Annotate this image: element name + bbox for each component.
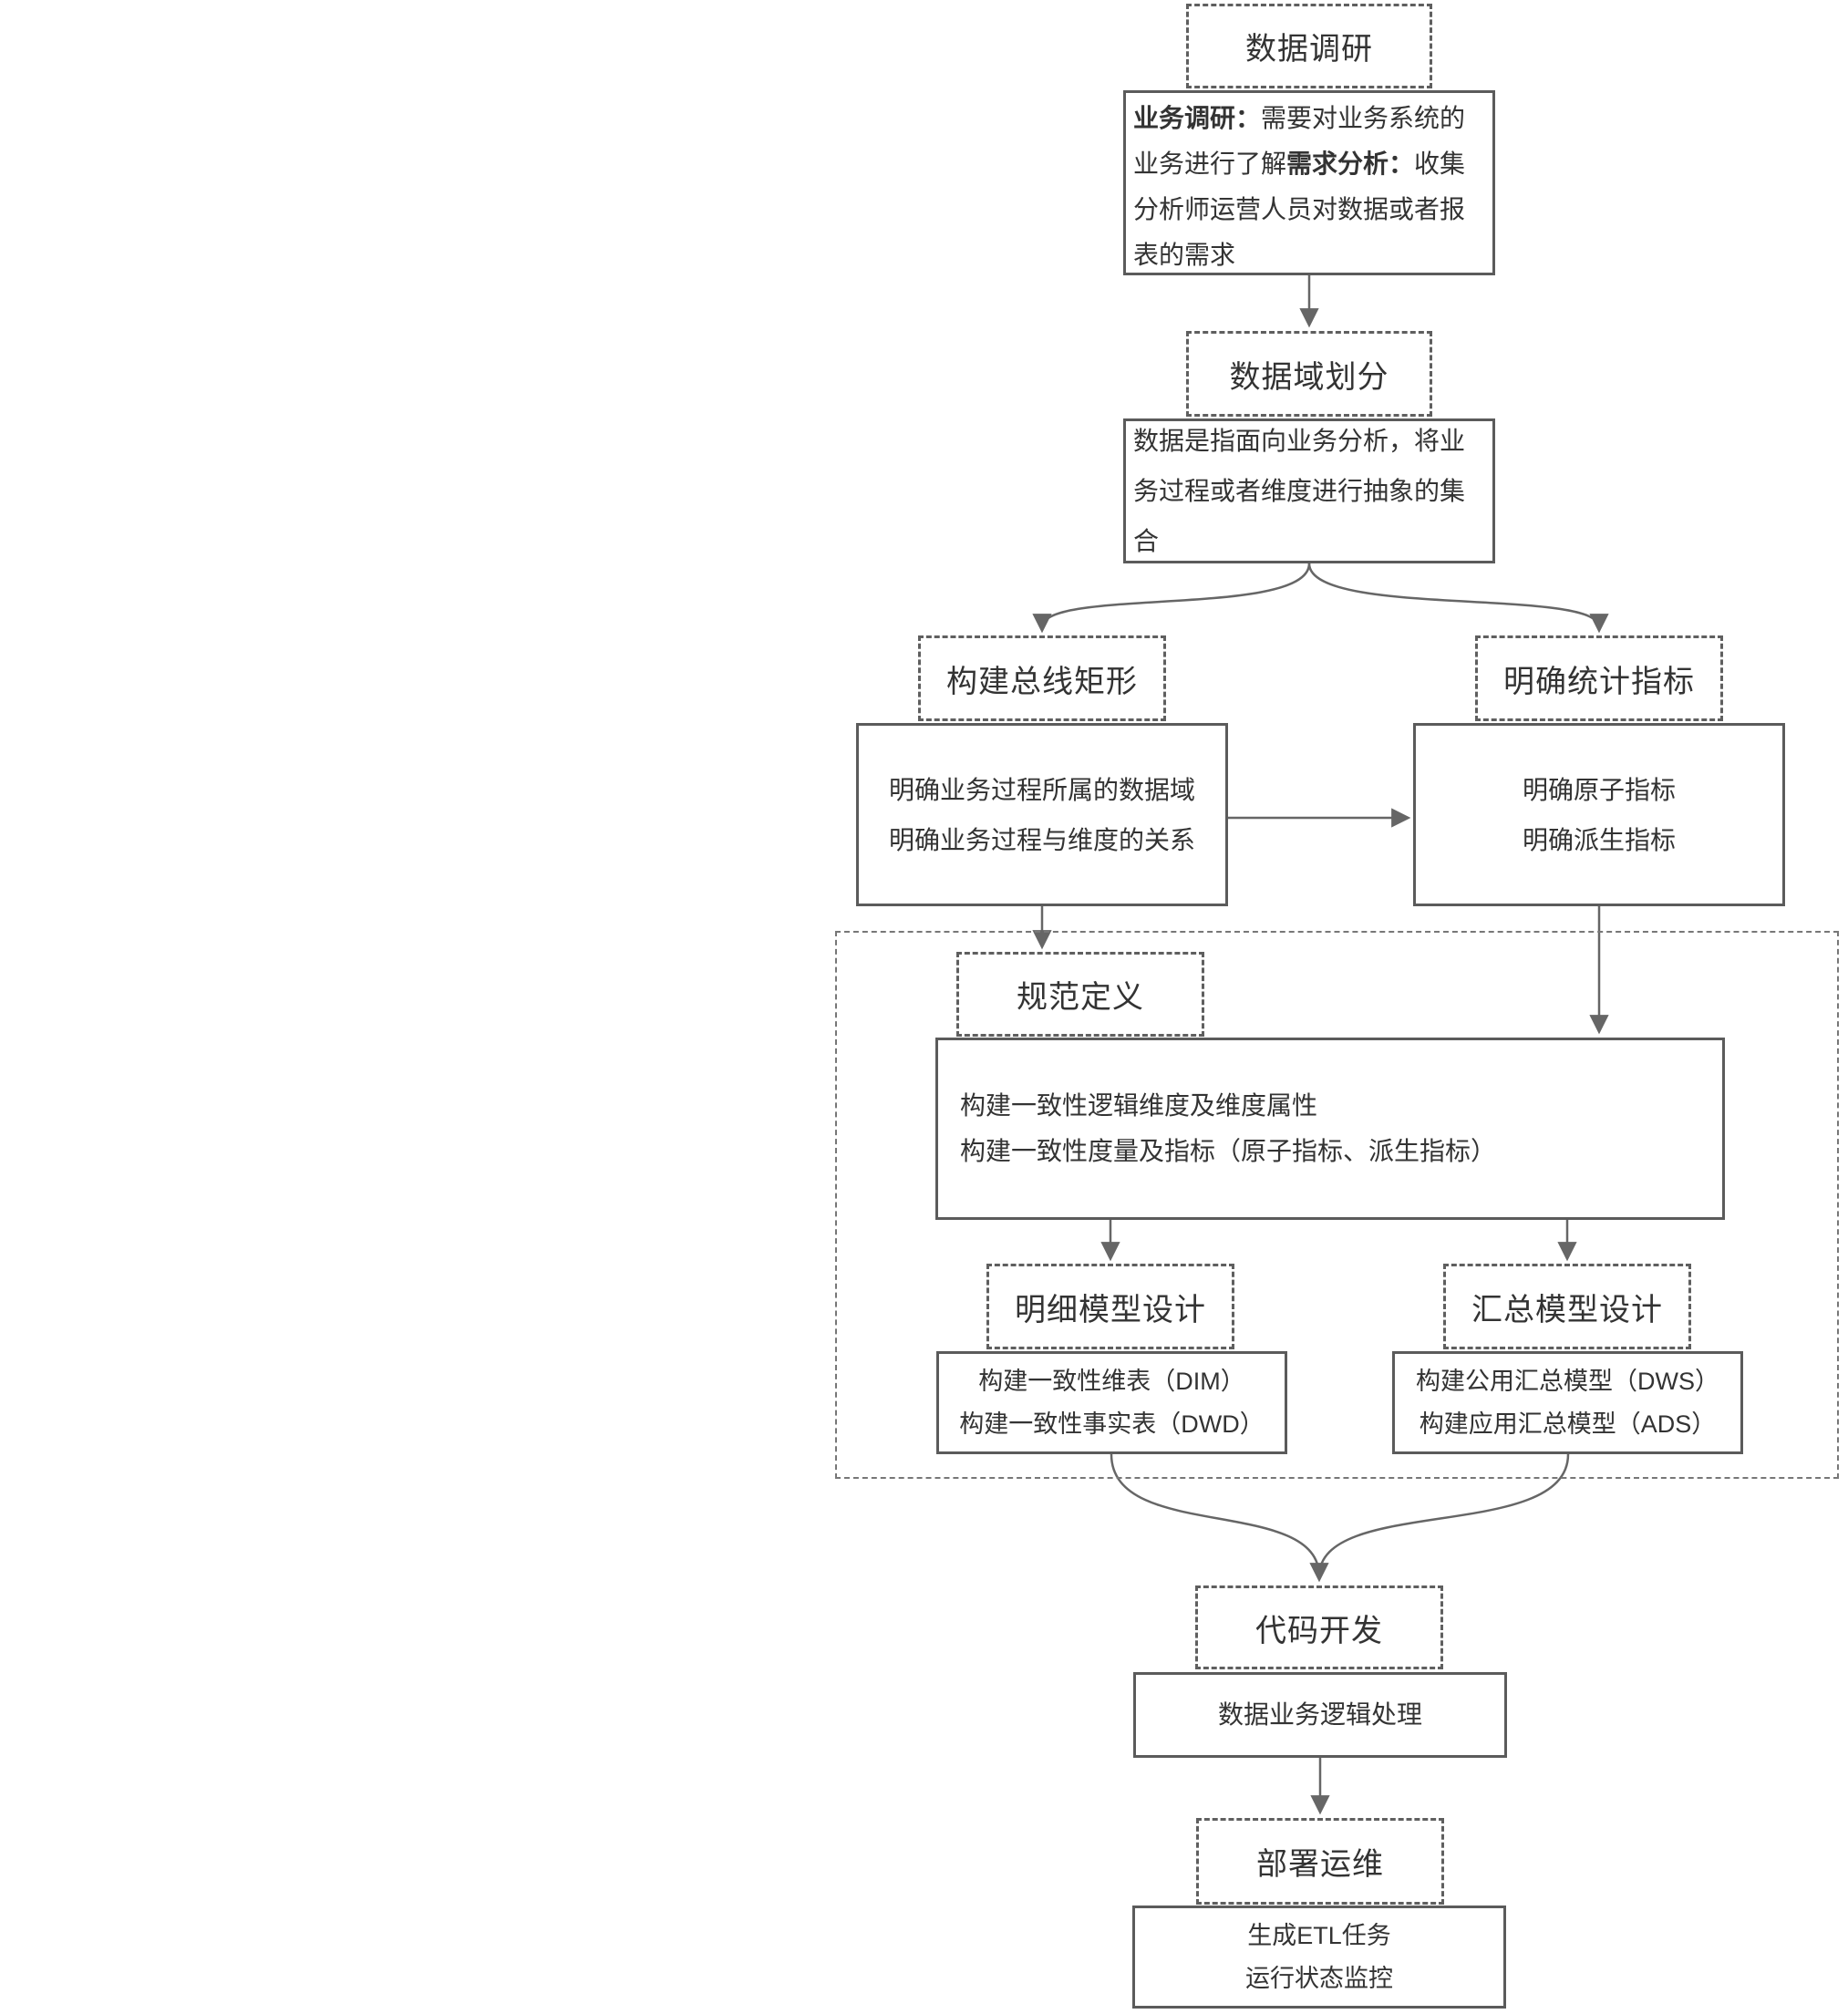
note-text-business-research: 需要对业务系统的业务进行了解 <box>1133 104 1466 178</box>
code-development-note-box: 数据业务逻辑处理 <box>1133 1672 1507 1758</box>
spec-line-2: 构建一致性度量及指标（原子指标、派生指标） <box>960 1137 1497 1165</box>
metrics-line-1: 明确原子指标 <box>1522 775 1676 804</box>
arrow-split-to-bus-matrix <box>1032 563 1311 634</box>
stage-title-detail-model-design: 明细模型设计 <box>986 1264 1234 1349</box>
summary-model-line-2: 构建应用汇总模型（ADS） <box>1419 1410 1717 1438</box>
bus-matrix-line-1: 明确业务过程所属的数据域 <box>888 775 1195 804</box>
deploy-line-1: 生成ETL任务 <box>1247 1921 1391 1949</box>
note-label-requirement-analysis: 需求分析： <box>1286 150 1415 178</box>
stage-title-label: 数据调研 <box>1245 32 1373 67</box>
stage-title-label: 汇总模型设计 <box>1471 1292 1663 1327</box>
stage-title-statistical-metrics: 明确统计指标 <box>1475 635 1723 721</box>
deployment-note-box: 生成ETL任务 运行状态监控 <box>1132 1906 1506 2009</box>
spec-line-1: 构建一致性逻辑维度及维度属性 <box>960 1091 1318 1120</box>
metrics-line-2: 明确派生指标 <box>1522 825 1676 854</box>
deploy-line-2: 运行状态监控 <box>1245 1964 1393 1992</box>
stage-title-label: 代码开发 <box>1255 1613 1383 1648</box>
detail-model-line-1: 构建一致性维表（DIM） <box>978 1367 1245 1395</box>
summary-model-note-box: 构建公用汇总模型（DWS） 构建应用汇总模型（ADS） <box>1392 1351 1743 1454</box>
stage-title-code-development: 代码开发 <box>1195 1585 1443 1669</box>
bus-matrix-line-2: 明确业务过程与维度的关系 <box>888 825 1195 854</box>
summary-model-line-1: 构建公用汇总模型（DWS） <box>1416 1367 1719 1395</box>
stage-title-data-domain-division: 数据域划分 <box>1186 331 1432 417</box>
stage-title-label: 部署运维 <box>1256 1847 1384 1882</box>
stage-title-label: 构建总线矩形 <box>946 664 1138 699</box>
spec-definition-note-box: 构建一致性逻辑维度及维度属性 构建一致性度量及指标（原子指标、派生指标） <box>935 1038 1725 1220</box>
data-research-note-box: 业务调研：需要对业务系统的业务进行了解需求分析：收集分析师运营人员对数据或者报表… <box>1123 90 1495 275</box>
code-development-note-text: 数据业务逻辑处理 <box>1217 1700 1422 1729</box>
stage-title-label: 明确统计指标 <box>1503 664 1695 699</box>
spec-definition-group-container <box>835 931 1839 1479</box>
detail-model-note-box: 构建一致性维表（DIM） 构建一致性事实表（DWD） <box>936 1351 1287 1454</box>
stage-title-label: 明细模型设计 <box>1015 1292 1206 1327</box>
note-label-business-research: 业务调研： <box>1133 104 1262 132</box>
statistical-metrics-note-box: 明确原子指标 明确派生指标 <box>1413 723 1785 906</box>
stage-title-summary-model-design: 汇总模型设计 <box>1443 1264 1691 1349</box>
stage-title-deployment-operations: 部署运维 <box>1196 1818 1444 1905</box>
arrow-split-to-metrics <box>1307 563 1609 634</box>
stage-title-bus-matrix: 构建总线矩形 <box>918 635 1166 721</box>
bus-matrix-note-box: 明确业务过程所属的数据域 明确业务过程与维度的关系 <box>856 723 1228 906</box>
data-domain-note-text: 数据是指面向业务分析，将业务过程或者维度进行抽象的集合 <box>1133 427 1466 555</box>
stage-title-data-research: 数据调研 <box>1186 4 1432 88</box>
note-text-requirement-analysis: 收集分析师运营人员对数据或者报表的需求 <box>1133 150 1466 269</box>
data-domain-note-box: 数据是指面向业务分析，将业务过程或者维度进行抽象的集合 <box>1123 418 1495 563</box>
stage-title-label: 规范定义 <box>1017 980 1144 1015</box>
detail-model-line-2: 构建一致性事实表（DWD） <box>959 1410 1265 1438</box>
stage-title-spec-definition: 规范定义 <box>956 952 1204 1037</box>
stage-title-label: 数据域划分 <box>1229 359 1389 395</box>
